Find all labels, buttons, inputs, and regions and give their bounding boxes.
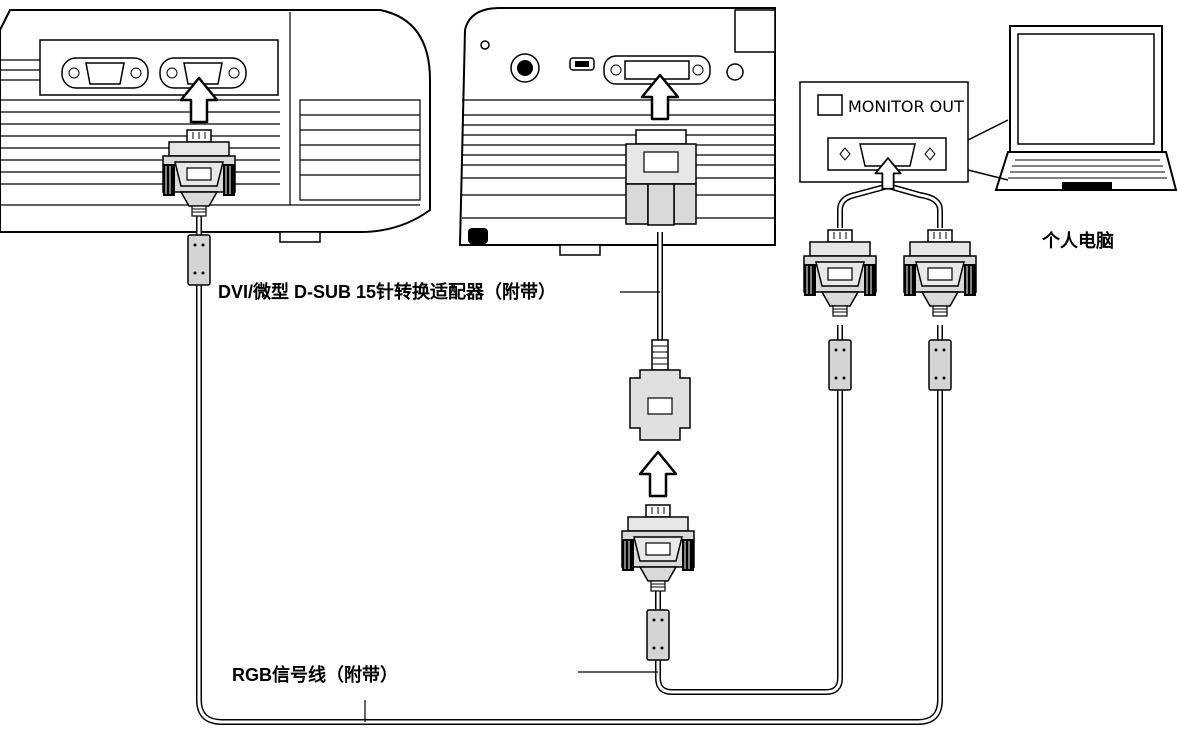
computer-label: 个人电脑	[1041, 230, 1114, 251]
vga-port-2[interactable]	[159, 57, 247, 89]
monitor-out-label: MONITOR OUT	[848, 97, 964, 116]
ferrite-core-left	[187, 234, 211, 286]
rgb-cable-short	[655, 325, 843, 695]
arrow-up-icon	[638, 450, 678, 498]
s-video-port[interactable]	[510, 53, 540, 83]
projector-right	[458, 7, 776, 256]
vga-plug-monitor-2	[903, 229, 977, 317]
y-splitter	[837, 182, 943, 228]
usb-port[interactable]	[569, 57, 595, 71]
rgb-cable-label: RGB信号线（附带）	[232, 664, 398, 685]
dvi-port[interactable]	[603, 55, 711, 85]
ferrite-core-right-1	[828, 339, 852, 391]
projector-left	[0, 9, 431, 243]
dvi-plug	[625, 129, 697, 226]
vga-plug-monitor-1	[803, 229, 877, 317]
ferrite-core-middle	[646, 609, 670, 661]
ferrite-core-right-2	[928, 339, 952, 391]
adapter-label: DVI/微型 D-SUB 15针转换适配器（附带）	[218, 281, 556, 302]
laptop	[994, 25, 1177, 191]
vga-port-1[interactable]	[61, 57, 149, 89]
vga-plug-middle	[621, 504, 695, 592]
adapter-vga-socket	[629, 339, 691, 441]
